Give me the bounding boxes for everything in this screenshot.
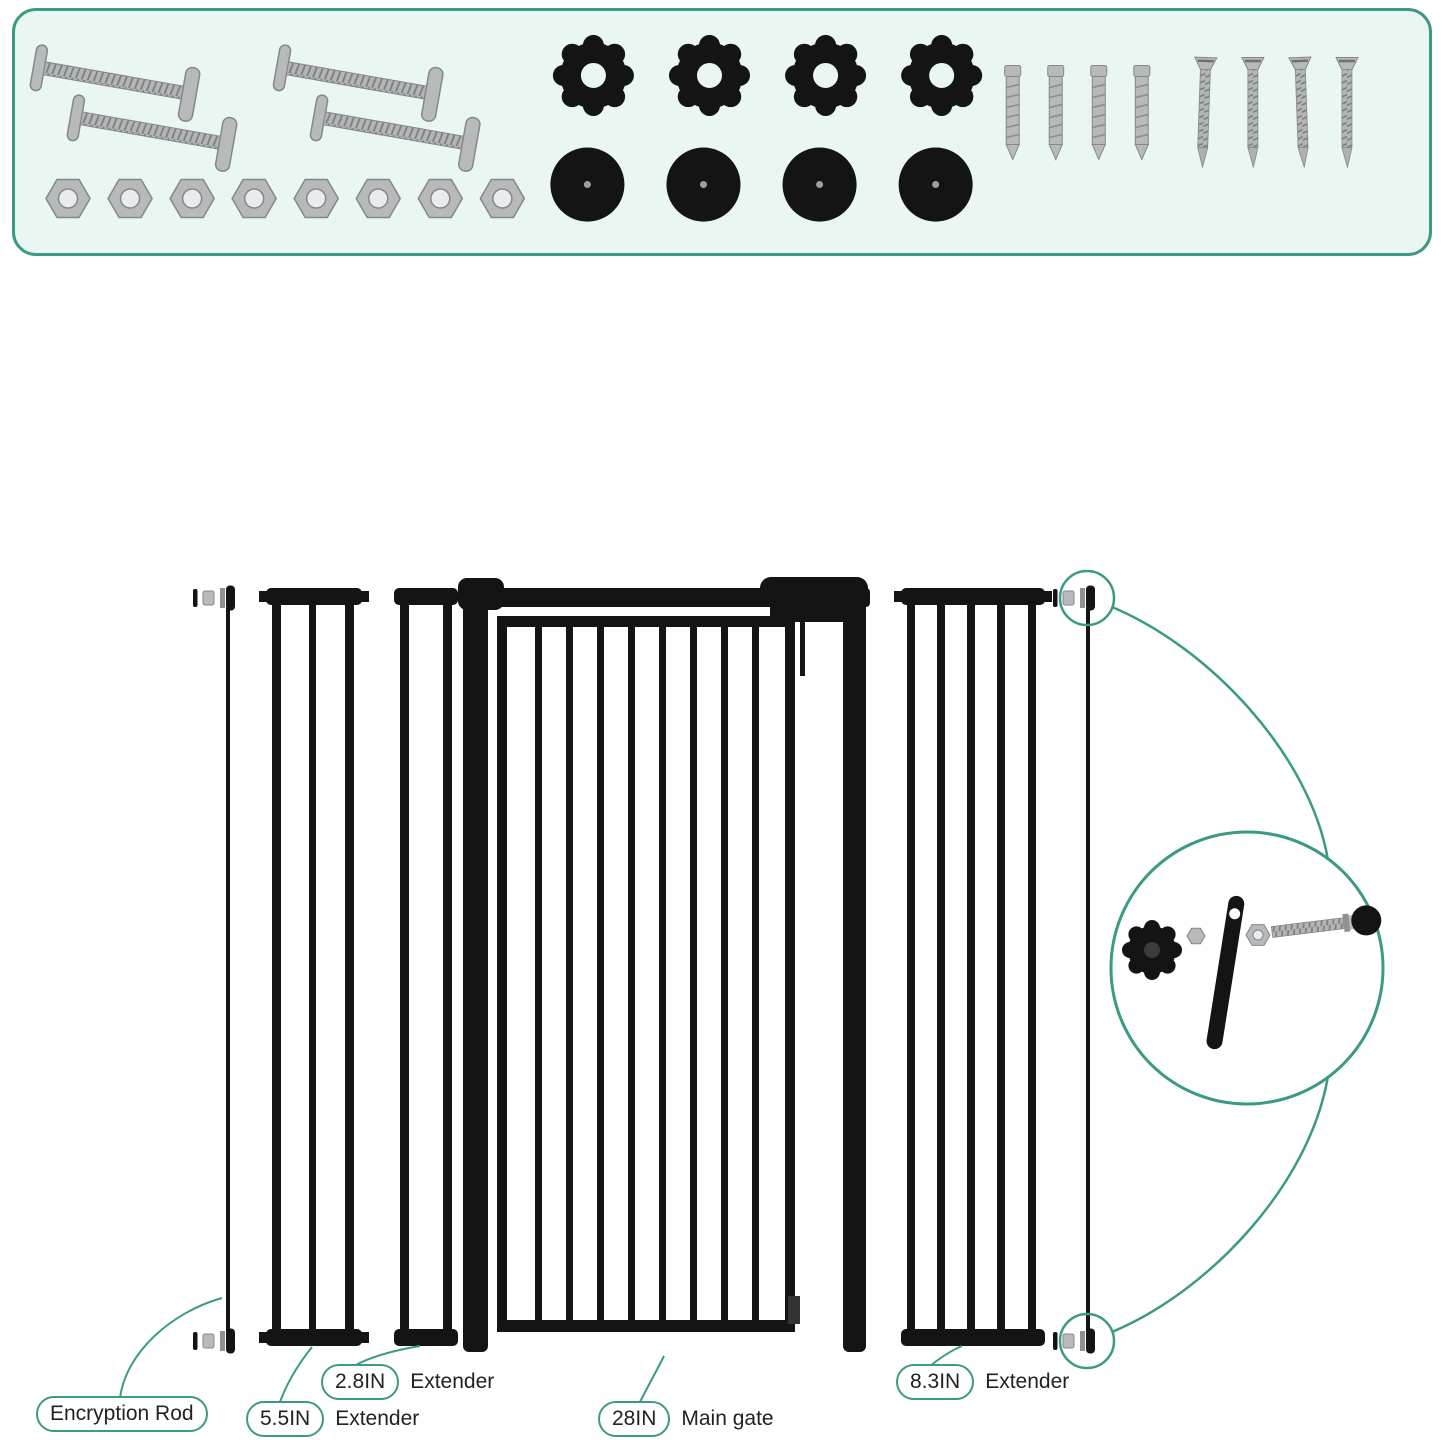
part-name-text: Extender — [335, 1407, 420, 1431]
label-encryption-rod: Encryption Rod — [36, 1396, 208, 1433]
size-badge: 5.5IN — [246, 1401, 325, 1438]
part-name-badge: Encryption Rod — [36, 1396, 208, 1433]
leader-line-2-8in — [353, 1345, 421, 1367]
callout-circle-top — [1058, 569, 1116, 627]
part-name-text: Main gate — [681, 1407, 774, 1431]
label-main-gate: 28IN Main gate — [598, 1401, 774, 1438]
hardware-kit-panel — [12, 8, 1432, 256]
encryption-rod-right — [1052, 569, 1116, 1370]
mounting-strap-icon — [1206, 895, 1245, 1050]
part-name-text: Extender — [410, 1370, 495, 1394]
extender-5-5in — [259, 588, 369, 1346]
hex-nut-icon — [1186, 927, 1206, 945]
extender-2-8in — [394, 588, 458, 1346]
connector-line-top — [1111, 605, 1330, 861]
main-gate — [458, 577, 870, 1352]
size-badge: 28IN — [598, 1401, 671, 1438]
part-name-text: Extender — [985, 1370, 1070, 1394]
size-badge: 8.3IN — [896, 1364, 975, 1401]
rod-end-hardware-icon — [192, 1328, 236, 1354]
label-extender-8-3in: 8.3IN Extender — [896, 1364, 1070, 1401]
gate-latch — [788, 1296, 800, 1324]
extender-8-3in — [894, 588, 1052, 1346]
rod-end-hardware-icon — [192, 585, 236, 611]
leader-line-5-5in — [279, 1346, 313, 1403]
leader-line-encryption-rod — [119, 1297, 223, 1399]
gate-handle — [760, 577, 868, 603]
label-extender-2-8in: 2.8IN Extender — [321, 1364, 495, 1401]
hex-nut-icon — [1245, 924, 1271, 946]
pressure-knob-icon — [1122, 920, 1182, 980]
callout-circle-bottom — [1058, 1312, 1116, 1370]
leader-line-main-gate — [639, 1355, 665, 1403]
connector-line-bottom — [1111, 1075, 1330, 1334]
leader-line-8-3in — [929, 1345, 963, 1367]
label-extender-5-5in: 5.5IN Extender — [246, 1401, 420, 1438]
assembly-detail-circle — [1109, 830, 1385, 1106]
encryption-rod-left — [192, 585, 236, 1354]
size-badge: 2.8IN — [321, 1364, 400, 1401]
threaded-rod-icon — [1270, 905, 1382, 938]
